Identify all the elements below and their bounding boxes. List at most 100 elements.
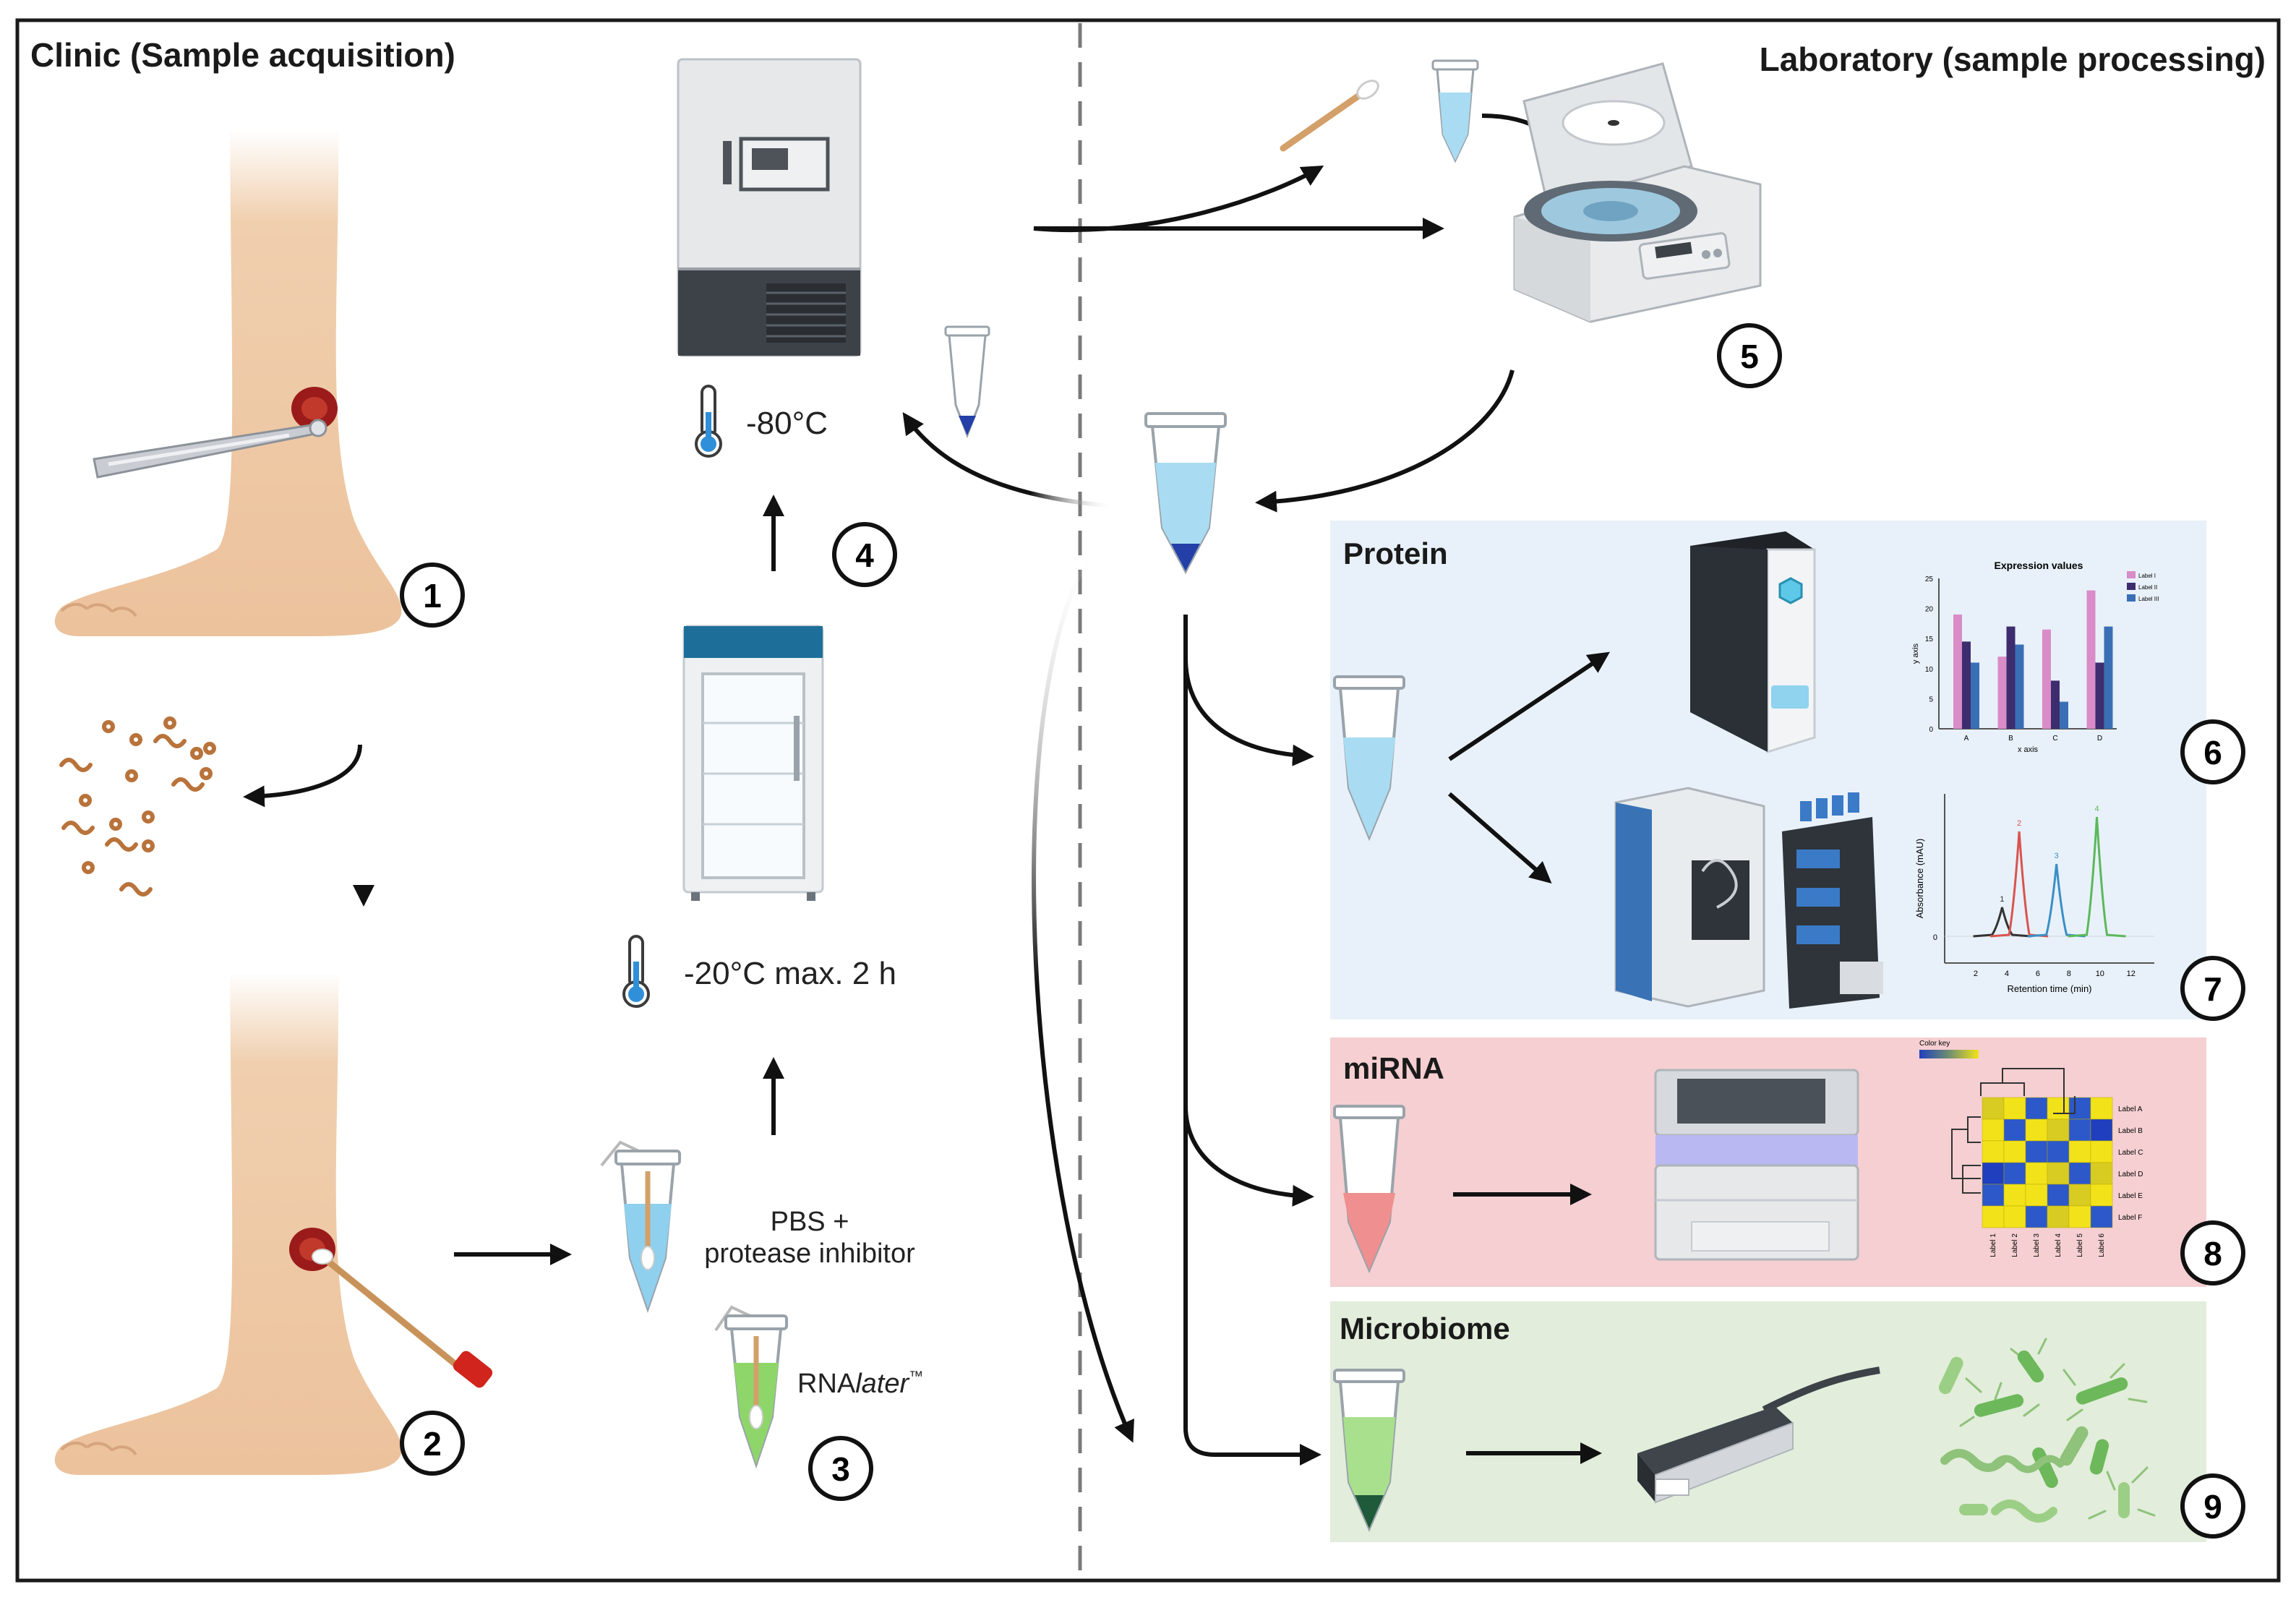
step-4-badge: 4 <box>832 522 897 587</box>
thermometer-icon <box>622 935 650 1008</box>
bar-chart-bar <box>2104 626 2113 729</box>
arrow-to-hplc <box>1448 792 1552 884</box>
chromatogram-peak <box>2068 816 2126 938</box>
heatmap-cell <box>2003 1205 2026 1228</box>
heatmap-cell <box>2003 1097 2026 1120</box>
step-1-badge: 1 <box>400 562 465 628</box>
protein-analyzer-icon <box>1690 531 1816 754</box>
bar-chart-ytick: 5 <box>1929 696 1933 703</box>
bar-chart-xtick: C <box>2052 735 2057 743</box>
bar-chart-ytick: 25 <box>1925 576 1934 583</box>
heatmap-col-label: Label 2 <box>2011 1233 2019 1257</box>
thermometer-icon <box>695 385 722 458</box>
arrow-to-microbiome <box>1032 529 1134 1443</box>
chromatogram-xtick: 10 <box>2096 970 2104 978</box>
chromatogram-xlabel: Retention time (min) <box>2007 983 2091 994</box>
bar-chart-ytick: 15 <box>1925 636 1934 643</box>
svg-text:6: 6 <box>2203 734 2222 771</box>
step-9-badge: 9 <box>2180 1473 2245 1539</box>
microbiome-panel-title: Microbiome <box>1340 1312 1510 1346</box>
svg-text:5: 5 <box>1740 338 1759 375</box>
heatmap-col-label: Label 5 <box>2076 1233 2084 1257</box>
sample-tube-icon <box>1431 59 1479 163</box>
heatmap-cell <box>2003 1162 2026 1185</box>
pbs-label-line2: protease inhibitor <box>704 1238 915 1269</box>
heatmap-row-label: Label C <box>2118 1149 2143 1157</box>
svg-text:1: 1 <box>423 577 442 615</box>
bar-chart-legend-swatch <box>2127 571 2136 578</box>
microbiome-tube-icon <box>1333 1369 1405 1532</box>
chromatogram-peak-label: 3 <box>2055 852 2059 860</box>
svg-text:9: 9 <box>2203 1488 2222 1526</box>
heatmap-cell <box>1982 1205 2005 1228</box>
branch-microbiome <box>1183 615 1322 1466</box>
step-8-badge: 8 <box>2180 1220 2245 1285</box>
heatmap-cell <box>2090 1205 2113 1228</box>
heatmap-row-label: Label F <box>2118 1214 2142 1222</box>
branch-protein <box>1183 657 1314 766</box>
heatmap-cell <box>1982 1162 2005 1185</box>
cotton-swab-icon <box>1280 80 1379 152</box>
heatmap-cell <box>2068 1118 2091 1142</box>
heatmap-cell <box>2025 1118 2048 1142</box>
chromatogram-peak <box>2027 863 2086 938</box>
chromatogram-peak-label: 2 <box>2017 819 2021 828</box>
svg-text:8: 8 <box>2203 1235 2222 1272</box>
hplc-mass-spec-icon <box>1614 787 1883 1009</box>
heatmap-cell <box>2068 1140 2091 1163</box>
heatmap-cell <box>2047 1118 2070 1142</box>
wound-debris-icon <box>59 716 216 897</box>
heatmap-cell <box>2090 1118 2113 1142</box>
refrigerator-icon <box>682 625 824 901</box>
fridge-temperature: -20°C max. 2 h <box>684 956 896 991</box>
bar-chart-bar <box>2060 701 2068 729</box>
freezer-temperature: -80°C <box>746 406 828 441</box>
heatmap-cell <box>2025 1184 2048 1207</box>
heatmap-cell <box>2025 1162 2048 1185</box>
chromatogram-peak-label: 4 <box>2094 805 2099 813</box>
bar-chart-legend-label: Label II <box>2138 584 2157 591</box>
bar-chart-xtick: B <box>2008 735 2013 743</box>
heatmap-cell <box>2068 1097 2091 1120</box>
heatmap-col-label: Label 1 <box>1989 1233 1997 1257</box>
heatmap-cell <box>1982 1097 2005 1120</box>
heatmap-row-dendrogram <box>1951 1116 1981 1194</box>
heatmap-cell <box>2003 1140 2026 1163</box>
bar-chart-bar <box>2015 644 2024 729</box>
bar-chart-bar <box>2051 680 2060 729</box>
heatmap-row-label: Label E <box>2118 1192 2143 1200</box>
bar-chart-bar <box>2006 626 2016 729</box>
svg-text:2: 2 <box>423 1425 442 1463</box>
chromatogram-xtick: 4 <box>2005 970 2009 978</box>
heatmap-cell <box>2068 1162 2091 1185</box>
bar-chart-ylabel: y axis <box>1911 643 1920 664</box>
heatmap-column-dendrogram <box>1980 1068 2076 1114</box>
heatmap-cell <box>2047 1184 2070 1207</box>
heatmap-key-label: Color key <box>1919 1040 1950 1048</box>
arrow-to-debris <box>243 744 362 808</box>
svg-text:7: 7 <box>2203 970 2222 1008</box>
mirna-tube-icon <box>1333 1105 1405 1274</box>
chromatogram-xtick: 12 <box>2127 970 2136 978</box>
bar-chart-legend-label: Label I <box>2138 573 2156 579</box>
ultra-low-freezer-icon <box>677 58 862 357</box>
bar-chart-title: Expression values <box>1995 560 2083 571</box>
heatmap-row-label: Label B <box>2118 1127 2143 1135</box>
heatmap-cell <box>2047 1140 2070 1163</box>
heatmap-cell <box>2003 1118 2026 1142</box>
arrow-back-to-freezer <box>902 412 1114 508</box>
chromatogram-ylabel: Absorbance (mAU) <box>1914 839 1925 919</box>
chromatogram-xtick: 6 <box>2036 970 2040 978</box>
step-3-badge: 3 <box>808 1436 873 1501</box>
bacteria-icon <box>1938 1338 2156 1523</box>
heatmap-cell <box>2025 1097 2048 1120</box>
heatmap-color-key <box>1919 1050 1979 1058</box>
heatmap-cell <box>2090 1162 2113 1185</box>
clinic-header: Clinic (Sample acquisition) <box>30 36 455 74</box>
bar-chart-legend-swatch <box>2127 583 2136 590</box>
heatmap-cell <box>1982 1118 2005 1142</box>
